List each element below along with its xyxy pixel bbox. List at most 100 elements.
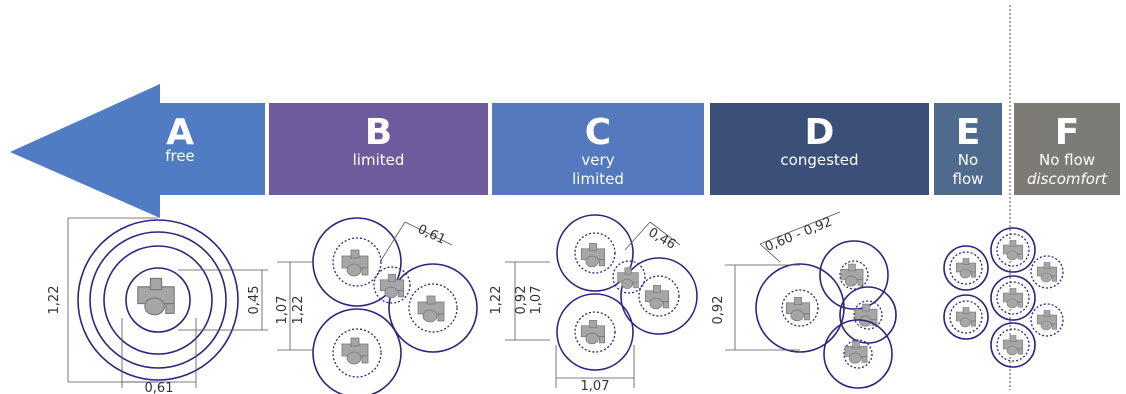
level-c-letter: C xyxy=(584,112,612,153)
level-f-label: F No flow discomfort xyxy=(1014,103,1120,195)
c-circle-1-dashed xyxy=(574,232,616,274)
e-circle-3-dashed xyxy=(996,233,1030,267)
level-d-text: congested xyxy=(780,151,859,169)
d-circle-3 xyxy=(839,286,897,344)
d-circle-4 xyxy=(823,319,893,389)
c-circle-3-dashed xyxy=(574,311,616,353)
d-circle-2-dashed xyxy=(839,260,869,290)
level-b-text: limited xyxy=(352,151,405,169)
c-dim-spacing-line xyxy=(649,221,681,246)
level-f-band xyxy=(1014,103,1120,195)
e-circle-1-dashed xyxy=(949,251,983,285)
a-person-icon xyxy=(137,277,175,316)
c-circle-2-dashed xyxy=(638,275,680,317)
c-circle-2 xyxy=(620,257,698,335)
d-circle-3-dashed xyxy=(853,300,883,330)
e-circle-5-dashed xyxy=(996,328,1030,362)
level-c-band xyxy=(492,103,704,195)
b-circle-3-dashed xyxy=(332,328,382,378)
d-circle-4-dashed xyxy=(843,339,873,369)
b-dim-spacing-left xyxy=(379,221,406,263)
level-a-label: A free xyxy=(130,103,230,195)
level-a-text: free xyxy=(165,147,195,165)
e-person-4-icon xyxy=(1002,288,1024,309)
b-person-1-icon xyxy=(341,249,369,277)
level-f-text-1: No flow xyxy=(1038,151,1096,169)
level-a-arrow xyxy=(10,84,265,218)
c-circle-1 xyxy=(556,214,634,292)
e-person-1-icon xyxy=(955,258,977,279)
e-circle-3 xyxy=(990,227,1036,273)
e-circle-4 xyxy=(990,275,1036,321)
f-circle-2-dashed xyxy=(1030,303,1064,337)
d-dim-height-label: 0,92 xyxy=(711,296,726,325)
level-c-text-2: limited xyxy=(572,170,624,188)
a-circle-3 xyxy=(103,245,213,355)
level-e-text-1: No xyxy=(957,151,979,169)
e-person-3-icon xyxy=(1002,240,1024,261)
d-person-2-icon xyxy=(840,263,864,287)
a-dim-inner-label: 0,45 xyxy=(247,286,262,315)
d-dim-spacing-line xyxy=(759,211,841,245)
b-dim-spacing-line xyxy=(404,221,453,246)
c-circle-3 xyxy=(556,293,634,371)
c-person-2-icon xyxy=(644,285,670,310)
d-person-3-icon xyxy=(854,303,878,327)
e-circle-5 xyxy=(990,322,1036,368)
level-e-letter: E xyxy=(955,112,981,153)
e-circle-1 xyxy=(943,245,989,291)
b-dim-inner-label: 1,07 xyxy=(275,296,290,325)
d-person-4-icon xyxy=(844,340,868,364)
level-d-letter: D xyxy=(804,112,835,153)
level-f-letter: F xyxy=(1054,112,1080,153)
level-c-label: C very limited xyxy=(492,103,704,195)
c-dim-inner-b-label: 1,07 xyxy=(529,286,544,315)
a-circle-2 xyxy=(89,231,227,369)
level-b-letter: B xyxy=(364,112,393,153)
b-circle-2-dashed xyxy=(408,283,458,333)
b-person-2-icon xyxy=(417,295,445,323)
level-a-letter: A xyxy=(166,112,194,153)
b-dim-outer-label: 1,22 xyxy=(291,296,306,325)
c-dim-inner-a-label: 0,92 xyxy=(514,286,529,315)
level-e-band xyxy=(934,103,1002,195)
a-circle-outer xyxy=(77,219,239,381)
f-person-1-icon xyxy=(1036,262,1058,283)
d-dim-spacing-left xyxy=(759,243,781,263)
b-circle-3 xyxy=(312,308,402,394)
d-circle-1-dashed xyxy=(781,289,819,327)
e-person-2-icon xyxy=(955,307,977,328)
b-dim-spacing-label: 0,61 xyxy=(415,222,448,248)
b-person-3-icon xyxy=(341,337,369,365)
e-circle-2-dashed xyxy=(949,300,983,334)
c-person-center-icon xyxy=(617,267,639,289)
level-f-text-2: discomfort xyxy=(1026,170,1108,188)
b-circle-2 xyxy=(388,263,478,353)
c-person-1-icon xyxy=(580,243,606,268)
c-circle-center-dashed xyxy=(612,260,646,294)
a-dim-width-label: 0,61 xyxy=(145,381,174,394)
d-circle-2 xyxy=(819,240,889,310)
b-circle-1-dashed xyxy=(332,237,382,287)
c-dim-outer-label: 1,22 xyxy=(489,286,504,315)
level-d-label: D congested xyxy=(710,103,929,195)
level-c-text-1: very xyxy=(581,151,615,169)
level-e-label: E No flow xyxy=(934,103,1002,195)
level-b-label: B limited xyxy=(269,103,488,195)
e-circle-2 xyxy=(943,294,989,340)
e-person-5-icon xyxy=(1002,335,1024,356)
b-person-center-icon xyxy=(379,274,405,299)
a-circle-inner xyxy=(125,267,191,333)
d-dim-spacing-label: 0,60 - 0,92 xyxy=(763,215,834,255)
c-person-3-icon xyxy=(580,320,606,345)
d-person-1-icon xyxy=(785,297,811,322)
b-circle-center-dashed xyxy=(373,266,411,304)
f-circle-1-dashed xyxy=(1030,255,1064,289)
e-circle-4-dashed xyxy=(996,281,1030,315)
level-e-text-2: flow xyxy=(952,170,984,188)
c-dim-spacing-left xyxy=(624,221,651,251)
c-dim-spacing-label: 0,46 xyxy=(645,225,678,252)
level-d-band xyxy=(710,103,929,195)
